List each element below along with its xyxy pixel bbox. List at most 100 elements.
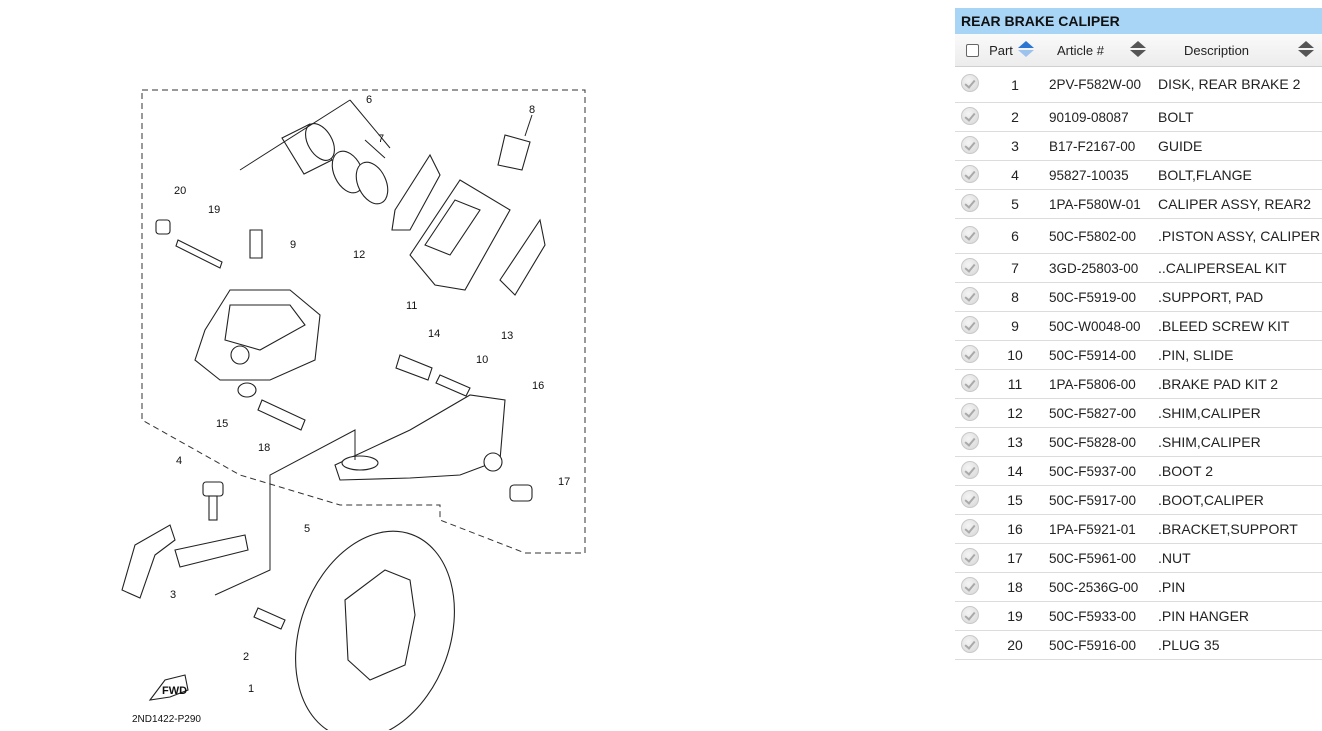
nut-part: [509, 484, 533, 502]
table-row[interactable]: 3 B17-F2167-00 GUIDE: [955, 131, 1322, 161]
description-column-header[interactable]: Description: [1154, 34, 1322, 67]
brake-disk-part: [295, 530, 455, 730]
fwd-arrow-icon: FWD: [148, 674, 189, 701]
table-header-row: Part Article # Description: [955, 34, 1322, 67]
flange-bolt-shank: [208, 495, 218, 521]
table-row[interactable]: 5 1PA-F580W-01 CALIPER ASSY, REAR2: [955, 189, 1322, 219]
article-number: 50C-W0048-00: [1045, 311, 1154, 341]
check-circle-icon[interactable]: [961, 74, 979, 92]
article-header-label: Article #: [1057, 42, 1104, 58]
table-row[interactable]: 15 50C-F5917-00 .BOOT,CALIPER: [955, 485, 1322, 515]
bleed-screw-part: [249, 229, 263, 259]
part-description: .BOOT 2: [1154, 456, 1322, 486]
pin-hanger-part: [175, 239, 223, 269]
article-number: 50C-F5827-00: [1045, 398, 1154, 428]
article-number: 95827-10035: [1045, 160, 1154, 190]
check-circle-icon[interactable]: [961, 286, 979, 305]
part-number: 2: [985, 102, 1045, 132]
part-description: DISK, REAR BRAKE 2: [1154, 66, 1322, 103]
sort-arrow-icon[interactable]: [1017, 41, 1034, 59]
table-row[interactable]: 13 50C-F5828-00 .SHIM,CALIPER: [955, 427, 1322, 457]
check-circle-icon[interactable]: [961, 193, 979, 212]
support-pad-part: [497, 134, 531, 171]
callout-9: 9: [290, 239, 296, 251]
callout-1: 1: [248, 683, 254, 695]
callout-11: 11: [406, 300, 417, 312]
table-row[interactable]: 9 50C-W0048-00 .BLEED SCREW KIT: [955, 311, 1322, 341]
table-row[interactable]: 20 50C-F5916-00 .PLUG 35: [955, 630, 1322, 660]
part-description: .BRAKE PAD KIT 2: [1154, 369, 1322, 399]
table-row[interactable]: 16 1PA-F5921-01 .BRACKET,SUPPORT: [955, 514, 1322, 544]
article-number: 50C-F5916-00: [1045, 630, 1154, 660]
check-circle-icon[interactable]: [961, 431, 979, 450]
check-circle-icon[interactable]: [961, 257, 979, 276]
part-description: .BOOT,CALIPER: [1154, 485, 1322, 515]
table-row[interactable]: 19 50C-F5933-00 .PIN HANGER: [955, 601, 1322, 631]
article-number: 50C-2536G-00: [1045, 572, 1154, 602]
table-row[interactable]: 1 2PV-F582W-00 DISK, REAR BRAKE 2: [955, 66, 1322, 103]
part-description: .NUT: [1154, 543, 1322, 573]
article-number: 50C-F5828-00: [1045, 427, 1154, 457]
table-row[interactable]: 10 50C-F5914-00 .PIN, SLIDE: [955, 340, 1322, 370]
table-row[interactable]: 12 50C-F5827-00 .SHIM,CALIPER: [955, 398, 1322, 428]
part-number: 20: [985, 630, 1045, 660]
part-description: GUIDE: [1154, 131, 1322, 161]
part-description: .SHIM,CALIPER: [1154, 427, 1322, 457]
article-number: 50C-F5919-00: [1045, 282, 1154, 312]
part-number: 6: [985, 218, 1045, 254]
part-header-label: Part: [989, 42, 1013, 58]
check-circle-icon[interactable]: [961, 106, 979, 125]
article-column-header[interactable]: Article #: [1045, 34, 1154, 67]
sort-arrow-icon[interactable]: [1130, 41, 1146, 59]
check-circle-icon[interactable]: [961, 344, 979, 363]
table-row[interactable]: 2 90109-08087 BOLT: [955, 102, 1322, 132]
article-number: 50C-F5933-00: [1045, 601, 1154, 631]
check-circle-icon[interactable]: [961, 225, 979, 244]
part-description: .PIN, SLIDE: [1154, 340, 1322, 370]
article-number: 50C-F5937-00: [1045, 456, 1154, 486]
check-circle-icon[interactable]: [961, 135, 979, 154]
check-circle-icon[interactable]: [961, 547, 979, 566]
table-row[interactable]: 7 3GD-25803-00 ..CALIPERSEAL KIT: [955, 253, 1322, 283]
part-number: 16: [985, 514, 1045, 544]
callout-2: 2: [243, 651, 249, 663]
table-row[interactable]: 4 95827-10035 BOLT,FLANGE: [955, 160, 1322, 190]
part-number: 10: [985, 340, 1045, 370]
part-description: .BLEED SCREW KIT: [1154, 311, 1322, 341]
table-row[interactable]: 18 50C-2536G-00 .PIN: [955, 572, 1322, 602]
part-number: 19: [985, 601, 1045, 631]
check-circle-icon[interactable]: [961, 315, 979, 334]
check-circle-icon[interactable]: [961, 576, 979, 595]
callout-5: 5: [304, 523, 310, 535]
shim-12-part: [391, 153, 441, 231]
table-row[interactable]: 8 50C-F5919-00 .SUPPORT, PAD: [955, 282, 1322, 312]
seal-ring-2: [355, 161, 389, 205]
check-circle-icon[interactable]: [961, 605, 979, 624]
sort-arrow-icon[interactable]: [1298, 41, 1314, 59]
part-number: 18: [985, 572, 1045, 602]
plug-part: [155, 219, 171, 235]
article-number: 90109-08087: [1045, 102, 1154, 132]
check-circle-icon[interactable]: [961, 518, 979, 537]
part-number: 9: [985, 311, 1045, 341]
table-row[interactable]: 14 50C-F5937-00 .BOOT 2: [955, 456, 1322, 486]
table-row[interactable]: 6 50C-F5802-00 .PISTON ASSY, CALIPER: [955, 218, 1322, 254]
check-circle-icon[interactable]: [961, 460, 979, 479]
check-circle-icon[interactable]: [961, 402, 979, 421]
part-description: .PIN HANGER: [1154, 601, 1322, 631]
select-all-checkbox[interactable]: [966, 43, 980, 57]
guide-part: [121, 524, 176, 599]
check-circle-icon[interactable]: [961, 373, 979, 392]
check-circle-icon[interactable]: [961, 489, 979, 508]
part-column-header[interactable]: Part: [955, 34, 1045, 67]
part-description: .SUPPORT, PAD: [1154, 282, 1322, 312]
table-row[interactable]: 11 1PA-F5806-00 .BRAKE PAD KIT 2: [955, 369, 1322, 399]
table-row[interactable]: 17 50C-F5961-00 .NUT: [955, 543, 1322, 573]
article-number: 1PA-F580W-01: [1045, 189, 1154, 219]
check-circle-icon[interactable]: [961, 634, 979, 653]
callout-14: 14: [428, 328, 440, 340]
check-circle-icon[interactable]: [961, 164, 979, 183]
part-number: 1: [985, 66, 1045, 103]
article-number: 1PA-F5921-01: [1045, 514, 1154, 544]
callout-13: 13: [501, 330, 513, 342]
